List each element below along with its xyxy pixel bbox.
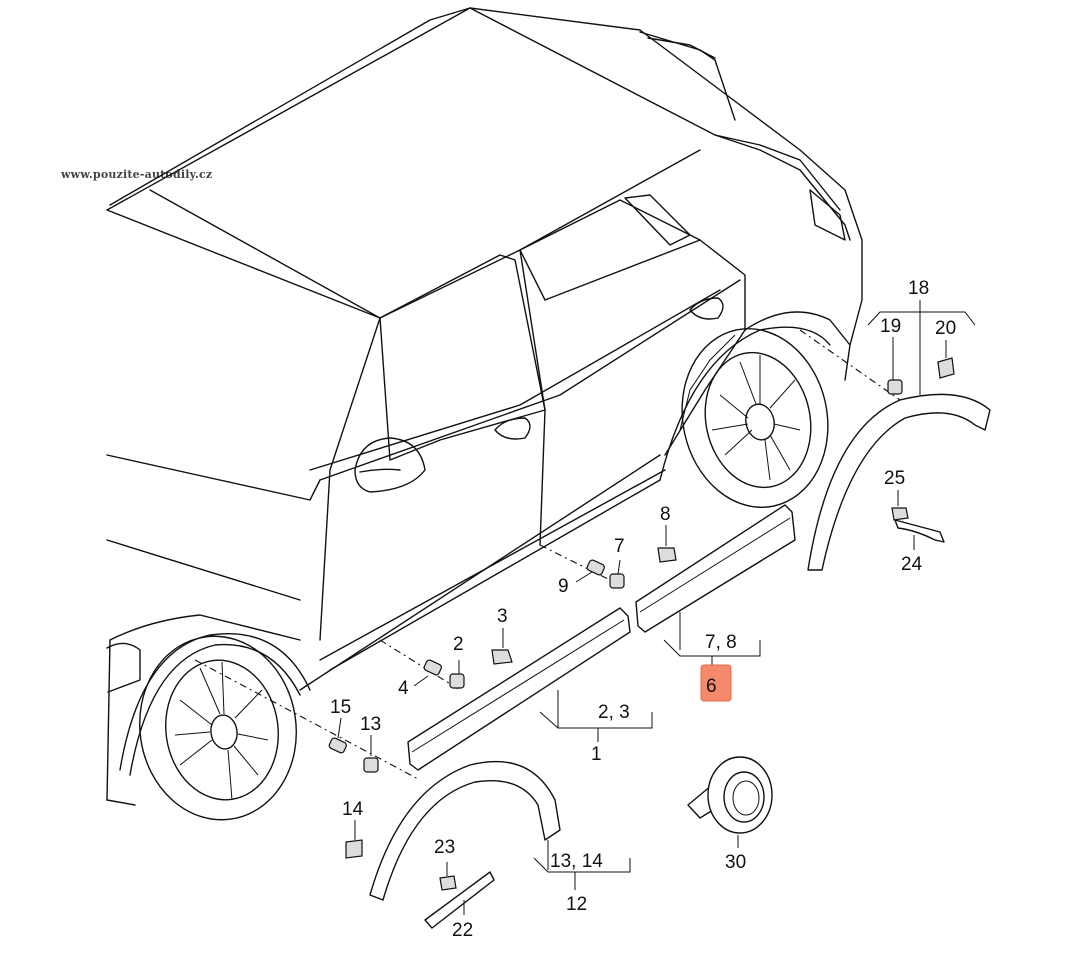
clip-2 — [449, 673, 465, 689]
car-outline — [106, 7, 863, 806]
callout-8: 8 — [660, 504, 671, 525]
leader-clips-front — [379, 639, 461, 691]
callout-4: 4 — [398, 678, 409, 699]
callout-7-8: 7, 8 — [705, 632, 737, 653]
leader-rear — [799, 329, 901, 401]
leader-clips-rear — [539, 544, 621, 586]
callout-6: 6 — [706, 676, 717, 697]
callout-20: 20 — [935, 318, 956, 339]
callout-15: 15 — [330, 697, 351, 718]
callout-7: 7 — [614, 536, 625, 557]
clip-15 — [328, 737, 347, 754]
callout-23: 23 — [434, 837, 455, 858]
clip-4 — [423, 659, 442, 676]
clip-3 — [491, 649, 513, 665]
highlight-box — [700, 664, 732, 702]
callout-13-14: 13, 14 — [550, 851, 603, 872]
clip-19 — [887, 379, 903, 395]
clip-9 — [586, 559, 605, 576]
callout-2: 2 — [453, 634, 464, 655]
callout-25: 25 — [884, 468, 905, 489]
callout-13: 13 — [360, 714, 381, 735]
sill-trim-front — [407, 607, 631, 771]
clip-25 — [891, 507, 909, 521]
clip-7 — [609, 573, 625, 589]
clip-14 — [345, 839, 363, 859]
clip-8 — [657, 547, 677, 563]
callout-2-3: 2, 3 — [598, 702, 630, 723]
callout-19: 19 — [880, 316, 901, 337]
front-arch — [119, 633, 311, 776]
callout-18: 18 — [908, 278, 929, 299]
callout-30: 30 — [725, 852, 746, 873]
callout-24: 24 — [901, 554, 923, 575]
callout-1: 1 — [591, 744, 602, 765]
front-arch-trim — [369, 760, 561, 901]
callout-12: 12 — [566, 894, 587, 915]
watermark-text: www.pouzite-autodily.cz — [61, 168, 213, 181]
bracket-24 — [894, 519, 945, 543]
callout-9: 9 — [558, 576, 569, 597]
sill-trim-rear — [635, 504, 796, 633]
clip-23 — [439, 875, 457, 891]
rear-arch-trim — [807, 393, 991, 571]
tape-roll-30 — [687, 756, 773, 834]
callout-22: 22 — [452, 920, 473, 941]
front-wheel — [139, 635, 297, 821]
callout-3: 3 — [497, 606, 508, 627]
rear-wheel — [681, 328, 829, 508]
callout-14: 14 — [342, 799, 364, 820]
clip-20 — [937, 357, 955, 379]
clip-13 — [363, 757, 379, 773]
bracket-22 — [424, 871, 495, 929]
